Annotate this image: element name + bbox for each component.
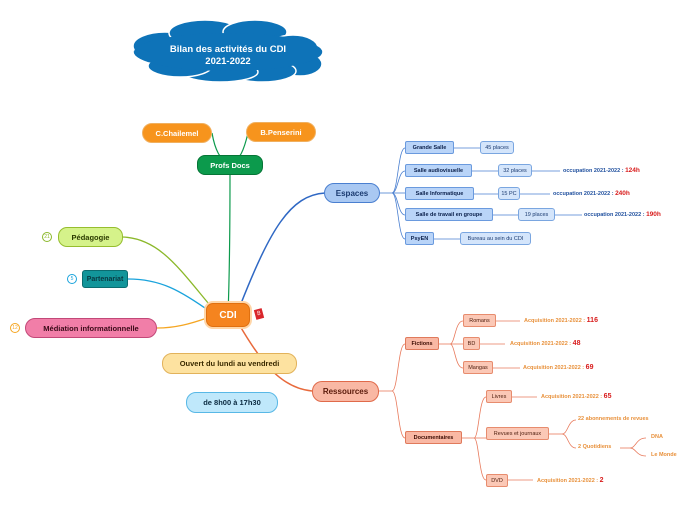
romans-node[interactable]: Romans [463,314,496,327]
pedagogie-collapse-icon[interactable]: 21 [42,232,52,242]
root-node-cdi[interactable]: CDI [206,303,250,327]
livres-node[interactable]: Livres [486,390,512,403]
abonnements-revues: 22 abonnements de revues [578,416,649,422]
psyen-bureau[interactable]: Bureau au sein du CDI [460,232,531,245]
title-line-2: 2021-2022 [205,56,251,67]
quotidiens-node: 2 Quotidiens [578,444,612,450]
partenariat-node[interactable]: Partenariat [82,270,128,288]
documentaires-node[interactable]: Documentaires [405,431,462,444]
fictions-node[interactable]: Fictions [405,337,439,350]
pedagogie-node[interactable]: Pédagogie [58,227,123,247]
prof-chailemel-node[interactable]: C.Chailemel [142,123,212,143]
salle-audiovisuelle-places[interactable]: 32 places [498,164,532,177]
acquisition-livres: Acquisition 2021-2022 : 65 [541,393,612,400]
occupation-travail-groupe: occupation 2021-2022 : 190h [584,211,661,218]
profs-docs-node[interactable]: Profs Docs [197,155,263,175]
acquisition-romans: Acquisition 2021-2022 : 116 [524,317,598,324]
mediation-collapse-icon[interactable]: 12 [10,323,20,333]
grande-salle-places[interactable]: 45 places [480,141,514,154]
occupation-audiovisuelle: occupation 2021-2022 : 124h [563,167,640,174]
salle-travail-groupe-node[interactable]: Salle de travail en groupe [405,208,493,221]
ressources-node[interactable]: Ressources [312,381,379,402]
dvd-node[interactable]: DVD [486,474,508,487]
revues-journaux-node[interactable]: Revues et journaux [486,427,549,440]
acquisition-dvd: Acquisition 2021-2022 : 2 [537,477,604,484]
quotidien-le-monde: Le Monde [651,452,677,458]
quotidien-dna: DNA [651,434,663,440]
mangas-node[interactable]: Mangas [463,361,493,374]
acquisition-bd: Acquisition 2021-2022 : 48 [510,340,581,347]
opening-days-node[interactable]: Ouvert du lundi au vendredi [162,353,297,374]
mediation-node[interactable]: Médiation informationnelle [25,318,157,338]
prof-penserini-node[interactable]: B.Penserini [246,122,316,142]
salle-informatique-node[interactable]: Salle Informatique [405,187,474,200]
acquisition-mangas: Acquisition 2021-2022 : 69 [523,364,594,371]
occupation-informatique: occupation 2021-2022 : 240h [553,190,630,197]
salle-audiovisuelle-node[interactable]: Salle audiovisuelle [405,164,472,177]
psyen-node[interactable]: PsyEN [405,232,434,245]
opening-hours-node[interactable]: de 8h00 à 17h30 [186,392,278,413]
bd-node[interactable]: BD [463,337,480,350]
salle-travail-groupe-places[interactable]: 19 places [518,208,555,221]
title-line-1: Bilan des activités du CDI [169,44,287,55]
partenariat-collapse-icon[interactable]: 5 [67,274,77,284]
grande-salle-node[interactable]: Grande Salle [405,141,454,154]
salle-informatique-pc[interactable]: 15 PC [498,187,520,200]
espaces-node[interactable]: Espaces [324,183,380,203]
map-title: Bilan des activités du CDI 2021-2022 [150,44,306,68]
